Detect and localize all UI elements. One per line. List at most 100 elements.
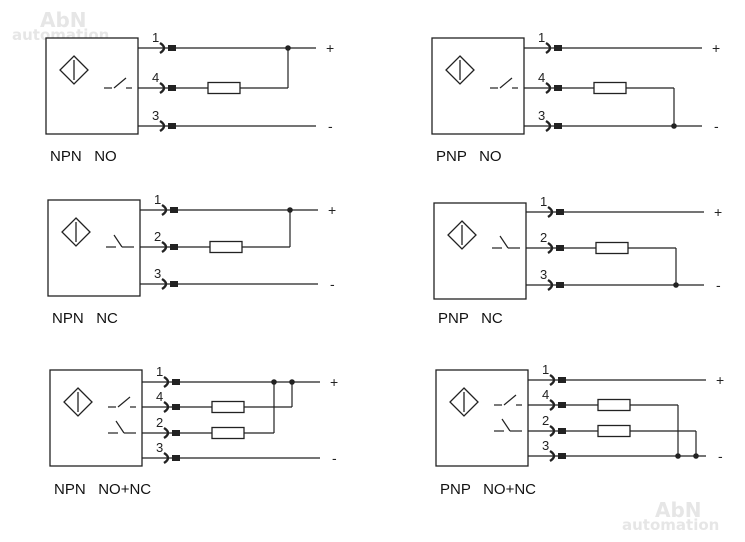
connector-socket-icon <box>547 241 554 255</box>
connector-pin-icon <box>556 209 564 215</box>
sensing-face-icon <box>63 387 93 417</box>
sensing-face-icon <box>449 387 479 417</box>
sensor-housing <box>435 369 529 467</box>
connector-socket-icon <box>161 203 168 217</box>
connector-pin-icon <box>558 453 566 459</box>
positive-terminal-label: + <box>712 40 720 56</box>
load-resistor <box>593 81 627 95</box>
pin-label-3: 3 <box>152 108 159 123</box>
sensor-housing <box>431 37 525 135</box>
connector-socket-icon <box>161 240 168 254</box>
sensing-face-icon <box>447 220 477 250</box>
caption-npn-no: NPN NO <box>50 148 117 165</box>
load-resistor <box>209 240 243 254</box>
connector-pin-icon <box>172 430 180 436</box>
output-type-label: NO <box>479 148 502 165</box>
pin-label-1: 1 <box>154 192 161 207</box>
connector-pin-icon <box>168 123 176 129</box>
positive-terminal-label: + <box>330 374 338 390</box>
sensing-face-icon <box>445 55 475 85</box>
transistor-type-label: NPN <box>54 481 86 498</box>
pin-label-1: 1 <box>156 364 163 379</box>
connector-socket-icon <box>549 398 556 412</box>
no-switch-blade-icon <box>503 394 517 406</box>
connector-pin-icon <box>172 404 180 410</box>
caption-pnp-no: PNP NO <box>436 148 502 165</box>
junction-dot <box>289 379 295 385</box>
output-type-label: NO <box>94 148 117 165</box>
diagram-npn-no: 143+- <box>45 30 334 135</box>
sensor-housing <box>433 202 527 300</box>
output-type-label: NC <box>96 310 118 327</box>
junction-dot <box>675 453 681 459</box>
positive-terminal-label: + <box>328 202 336 218</box>
transistor-type-label: NPN <box>52 310 84 327</box>
output-type-label: NC <box>481 310 503 327</box>
transistor-type-label: PNP <box>436 148 467 165</box>
connector-pin-icon <box>556 282 564 288</box>
nc-switch-blade-icon <box>113 234 123 248</box>
negative-terminal-label: - <box>332 450 337 466</box>
connector-pin-icon <box>558 428 566 434</box>
connector-socket-icon <box>545 41 552 55</box>
pin-label-3: 3 <box>156 440 163 455</box>
junction-dot <box>693 453 699 459</box>
nc-switch-blade-icon <box>499 235 509 249</box>
connector-pin-icon <box>554 45 562 51</box>
watermark-tagline-bottom: automation <box>622 516 720 534</box>
connector-pin-icon <box>172 379 180 385</box>
connector-pin-icon <box>170 207 178 213</box>
pin-label-1: 1 <box>540 194 547 209</box>
sensor-housing <box>45 37 139 135</box>
negative-terminal-label: - <box>718 448 723 464</box>
pin-label-2: 2 <box>154 229 161 244</box>
connector-socket-icon <box>547 278 554 292</box>
transistor-type-label: PNP <box>440 481 471 498</box>
connector-pin-icon <box>554 123 562 129</box>
sensing-face-icon <box>61 217 91 247</box>
pin-label-1: 1 <box>152 30 159 45</box>
load-resistor <box>211 400 245 414</box>
pin-label-4: 4 <box>538 70 545 85</box>
transistor-type-label: PNP <box>438 310 469 327</box>
connector-socket-icon <box>159 41 166 55</box>
pin-label-4: 4 <box>542 387 549 402</box>
connector-socket-icon <box>163 451 170 465</box>
connector-socket-icon <box>161 277 168 291</box>
load-resistor <box>597 424 631 438</box>
sensor-housing <box>47 199 141 297</box>
negative-terminal-label: - <box>714 118 719 134</box>
load-resistor <box>207 81 241 95</box>
diagram-npn-nc: 123+- <box>47 192 336 297</box>
output-type-label: NO+NC <box>483 481 537 498</box>
junction-dot <box>271 379 277 385</box>
diagram-pnp-no: 1 4 3 + - <box>431 30 720 135</box>
pin-label-1: 1 <box>542 362 549 377</box>
caption-npn-no-nc: NPN NO+NC <box>54 481 151 498</box>
connector-socket-icon <box>163 426 170 440</box>
pin-label-3: 3 <box>538 108 545 123</box>
connector-socket-icon <box>547 205 554 219</box>
negative-terminal-label: - <box>328 118 333 134</box>
pin-label-1: 1 <box>538 30 545 45</box>
load-resistor <box>597 398 631 412</box>
pin-label-2: 2 <box>156 415 163 430</box>
connector-pin-icon <box>170 244 178 250</box>
connector-pin-icon <box>172 455 180 461</box>
junction-dot <box>287 207 293 213</box>
load-resistor <box>211 426 245 440</box>
connector-socket-icon <box>549 424 556 438</box>
positive-terminal-label: + <box>714 204 722 220</box>
sensing-face-icon <box>59 55 89 85</box>
junction-dot <box>285 45 291 51</box>
connector-pin-icon <box>554 85 562 91</box>
junction-dot <box>673 282 679 288</box>
connector-socket-icon <box>163 400 170 414</box>
pin-label-3: 3 <box>542 438 549 453</box>
negative-terminal-label: - <box>330 276 335 292</box>
pin-label-2: 2 <box>542 413 549 428</box>
caption-pnp-nc: PNP NC <box>438 310 503 327</box>
pin-label-4: 4 <box>152 70 159 85</box>
